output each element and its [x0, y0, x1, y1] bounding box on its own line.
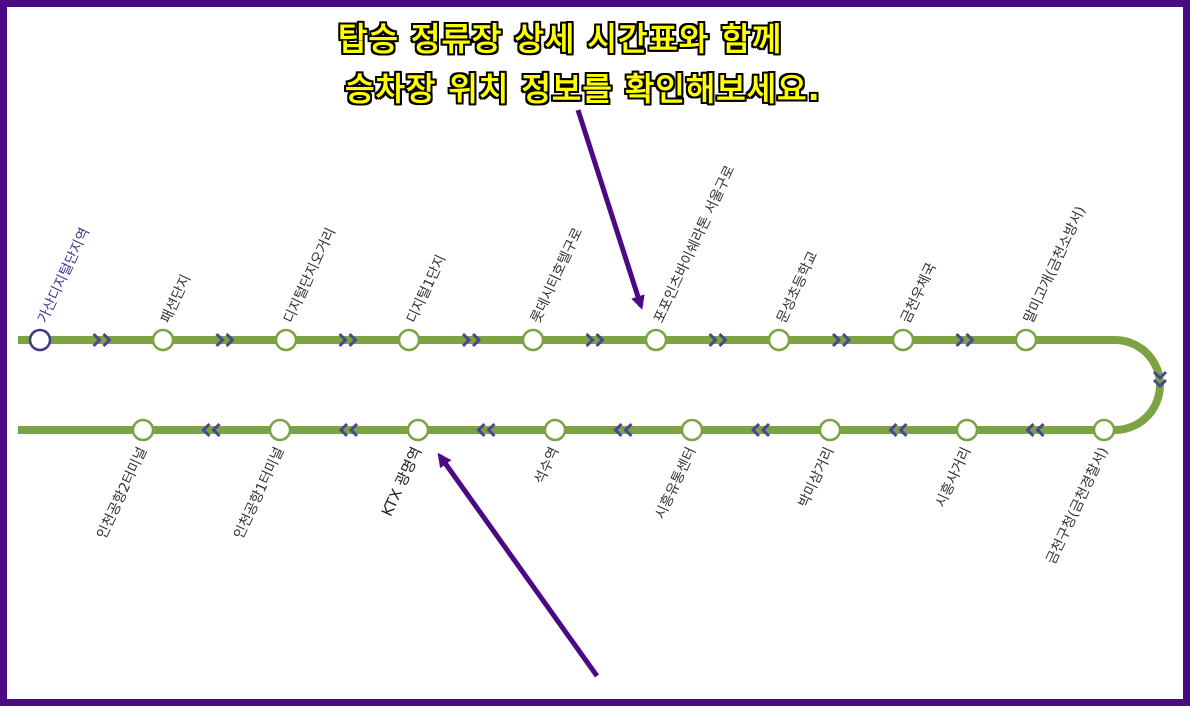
stop-label[interactable]: 시흥유통센터 — [652, 445, 699, 522]
stop-marker[interactable] — [767, 328, 791, 352]
pointer-arrow-top — [575, 109, 645, 310]
direction-chevron — [1152, 378, 1168, 389]
stop-label[interactable]: 박미삼거리 — [796, 445, 838, 510]
stop-marker[interactable] — [1092, 418, 1116, 442]
direction-chevron — [211, 422, 221, 438]
stop-label[interactable]: 금천우체국 — [898, 260, 940, 325]
direction-chevron — [1152, 370, 1168, 381]
stop-label[interactable]: 패션단지 — [158, 272, 194, 325]
direction-chevron — [841, 332, 852, 348]
direction-chevron — [595, 332, 605, 348]
stop-marker[interactable] — [891, 328, 915, 352]
stop-marker[interactable] — [274, 328, 298, 352]
headline: 탑승 정류장 상세 시간표와 함께 승차장 위치 정보를 확인해보세요. — [0, 0, 1190, 110]
direction-chevron — [613, 422, 623, 438]
stop-label[interactable]: 디지털단지오거리 — [281, 226, 339, 326]
route-line — [18, 336, 1164, 434]
stop-marker[interactable] — [131, 418, 155, 442]
direction-chevron — [888, 422, 898, 438]
direction-chevron — [831, 332, 842, 348]
stop-marker[interactable] — [28, 328, 52, 352]
direction-chevron — [102, 332, 112, 348]
direction-chevron — [338, 422, 349, 438]
direction-chevron — [461, 332, 472, 348]
direction-chevron — [760, 422, 771, 438]
stop-label[interactable]: KTX 광명역 — [378, 444, 426, 519]
stop-marker[interactable] — [406, 418, 430, 442]
direction-chevron — [476, 422, 486, 438]
stop-marker[interactable] — [644, 328, 668, 352]
stop-marker[interactable] — [397, 328, 421, 352]
direction-chevron — [348, 332, 358, 348]
direction-arrows — [92, 332, 1168, 438]
direction-chevron — [92, 332, 102, 348]
stop-marker[interactable] — [543, 418, 567, 442]
stop-marker[interactable] — [521, 328, 545, 352]
direction-chevron — [471, 332, 482, 348]
direction-chevron — [215, 332, 225, 348]
stop-marker[interactable] — [1014, 328, 1038, 352]
direction-chevron — [225, 332, 235, 348]
direction-chevron — [898, 422, 908, 438]
direction-chevron — [1035, 422, 1045, 438]
stops: 가산디지털단지역 패션단지 디지털단지오거리 디지털1단지 롯데시티호텔구로 포포인츠바이… — [28, 163, 1116, 567]
direction-chevron — [348, 422, 359, 438]
stop-label[interactable]: 석수역 — [532, 445, 563, 487]
stop-label[interactable]: 말미고개(금천소방서) — [1021, 204, 1089, 326]
stop-label[interactable]: 디지털1단지 — [404, 252, 449, 325]
direction-chevron — [585, 332, 595, 348]
direction-chevron — [750, 422, 761, 438]
direction-chevron — [201, 422, 211, 438]
stop-label[interactable]: 인천공항2터미널 — [94, 445, 150, 542]
stop-marker[interactable] — [151, 328, 175, 352]
stop-marker[interactable] — [268, 418, 292, 442]
stop-label[interactable]: 가산디지털단지역 — [35, 226, 93, 326]
direction-chevron — [1025, 422, 1035, 438]
stop-marker[interactable] — [680, 418, 704, 442]
pointer-arrow-bottom — [437, 452, 600, 678]
stop-label[interactable]: 인천공항1터미널 — [231, 445, 287, 542]
direction-chevron — [486, 422, 496, 438]
direction-chevron — [623, 422, 633, 438]
stop-label[interactable]: 금천구청(금천경찰서) — [1044, 445, 1112, 567]
direction-chevron — [338, 332, 348, 348]
direction-chevron — [708, 332, 718, 348]
headline-line-1: 탑승 정류장 상세 시간표와 함께 — [338, 20, 783, 58]
stop-marker[interactable] — [955, 418, 979, 442]
stop-label[interactable]: 롯데시티호텔구로 — [528, 225, 586, 325]
direction-chevron — [965, 332, 975, 348]
stop-label[interactable]: 문성초등학교 — [774, 249, 821, 326]
headline-line-2: 승차장 위치 정보를 확인해보세요. — [345, 70, 821, 108]
stop-label[interactable]: 시흥사거리 — [933, 445, 975, 510]
stop-marker[interactable] — [818, 418, 842, 442]
stop-label[interactable]: 포포인츠바이쉐라톤 서울구로 — [651, 163, 738, 326]
direction-chevron — [718, 332, 728, 348]
route-turn-curve — [1114, 336, 1164, 434]
direction-chevron — [955, 332, 965, 348]
